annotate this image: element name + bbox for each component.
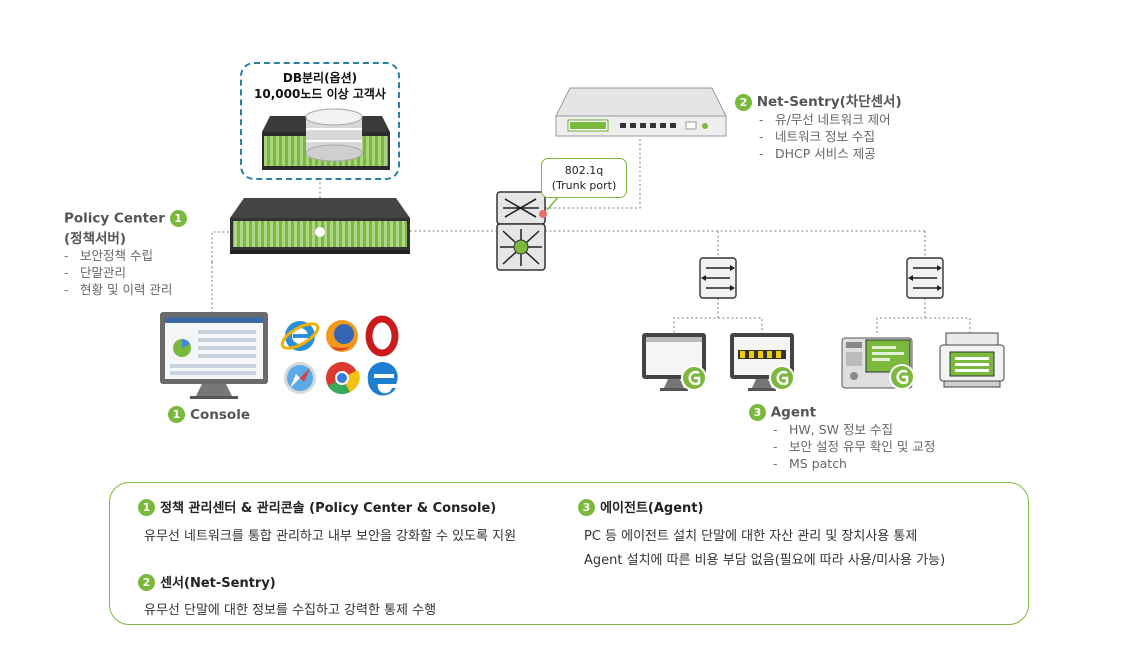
number-badge: 2 [735,93,752,111]
number-badge: 1 [169,210,187,227]
policy-center-title: Policy Center 1 [64,210,224,227]
switch-icon [496,191,546,225]
list-item: 보안 설정 유무 확인 및 교정 [773,438,989,455]
console-label-text: Console [190,407,250,423]
list-item: HW, SW 정보 수집 [773,421,989,438]
number-badge: 1 [138,499,155,516]
agent-title-text: Agent [770,404,817,421]
agent-block: 3 Agent HW, SW 정보 수집 보안 설정 유무 확인 및 교정 MS… [749,404,989,472]
summary-1-text: 유무선 네트워크를 통합 관리하고 내부 보안을 강화할 수 있도록 지원 [144,529,517,544]
summary-3-text-1: PC 등 에이전트 설치 단말에 대한 자산 관리 및 장치사용 통제 [584,529,918,544]
number-badge: 3 [749,404,766,421]
agent-logo-icon [889,364,915,390]
link-switch-b-device [876,298,926,333]
list-item: 현황 및 이력 관리 [64,281,224,298]
server-icon [230,198,410,254]
trunk-port-dot [539,210,547,218]
chrome-icon [326,362,360,395]
list-item: MS patch [773,455,989,472]
list-item: DHCP 서비스 제공 [759,145,935,162]
safari-icon [284,362,316,394]
firefox-icon [326,320,358,352]
summary-2-title: 센서(Net-Sentry) [160,576,276,591]
trunk-callout-line2: (Trunk port) [551,179,617,192]
net-sentry-block: 2 Net-Sentry(차단센서) 유/무선 네트워크 제어 네트워크 정보 … [735,90,935,162]
net-sentry-title-text: Net-Sentry(차단센서) [756,94,902,110]
switch-icon [699,257,737,299]
agent-logo-icon [769,365,795,391]
summary-box: 1 정책 관리센터 & 관리콘솔 (Policy Center & Consol… [109,482,1029,625]
ie-icon [280,321,320,351]
summary-3-title: 에이전트(Agent) [600,501,704,516]
number-badge: 2 [138,574,155,591]
opera-icon [365,315,399,357]
trunk-port-callout: 802.1q (Trunk port) [541,158,627,198]
policy-center-items: 보안정책 수립 단말관리 현황 및 이력 관리 [64,247,224,298]
number-badge: 3 [578,499,595,516]
router-icon [496,223,546,271]
policy-center-title-text: Policy Center [64,210,165,227]
number-badge: 1 [168,406,185,423]
list-item: 보안정책 수립 [64,247,224,264]
db-separation-box: DB분리(옵션) 10,000노드 이상 고객사 [240,62,400,180]
summary-2-text: 유무선 단말에 대한 정보를 수집하고 강력한 통제 수행 [144,603,437,618]
summary-section-2: 2 센서(Net-Sentry) [138,572,276,591]
link-switch-a-pc2 [718,317,763,333]
agent-title: 3 Agent [749,404,989,421]
policy-center-block: Policy Center 1 (정책서버) 보안정책 수립 단말관리 현황 및… [64,210,224,298]
agent-items: HW, SW 정보 수집 보안 설정 유무 확인 및 교정 MS patch [773,421,989,472]
printer-icon [939,332,1005,388]
policy-center-subtitle: (정책서버) [64,231,127,247]
summary-3-text-2: Agent 설치에 따른 비용 부담 없음(필요에 따라 사용/미사용 가능) [584,553,946,568]
net-sentry-items: 유/무선 네트워크 제어 네트워크 정보 수집 DHCP 서비스 제공 [759,111,935,162]
monitor-icon [160,312,268,399]
server-icon [555,87,727,137]
agent-logo-icon [681,365,707,391]
link-switch-b-printer [925,317,971,333]
list-item: 유/무선 네트워크 제어 [759,111,935,128]
summary-1-title: 정책 관리센터 & 관리콘솔 (Policy Center & Console) [160,501,497,516]
summary-section-1: 1 정책 관리센터 & 관리콘솔 (Policy Center & Consol… [138,497,496,516]
list-item: 단말관리 [64,264,224,281]
switch-icon [906,257,944,299]
summary-section-3: 3 에이전트(Agent) [578,497,703,516]
db-box-title-line2: 10,000노드 이상 고객사 [254,87,386,101]
trunk-callout-line1: 802.1q [564,164,604,177]
net-sentry-title: 2 Net-Sentry(차단센서) [735,90,935,111]
db-box-title-line1: DB분리(옵션) [282,71,358,85]
database-icon [262,108,390,170]
edge-icon [367,362,398,396]
list-item: 네트워크 정보 수집 [759,128,935,145]
link-switch-netsentry [545,132,641,209]
link-switch-a-pc1 [673,298,719,333]
console-label: 1 Console [168,404,250,423]
db-box-title: DB분리(옵션) 10,000노드 이상 고객사 [242,70,398,102]
